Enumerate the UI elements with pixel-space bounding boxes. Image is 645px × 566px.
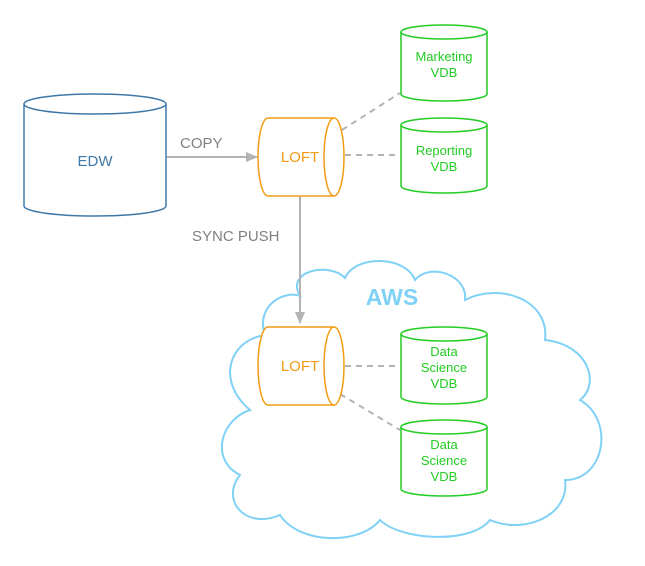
reporting-vdb-line2: VDB bbox=[431, 159, 458, 174]
reporting-vdb: Reporting VDB bbox=[400, 117, 488, 194]
loft-bottom-label: LOFT bbox=[281, 358, 319, 375]
ds-vdb-1-line1: Data bbox=[430, 344, 458, 359]
dashed-connectors bbox=[339, 92, 401, 431]
ds-vdb-2-line1: Data bbox=[430, 437, 458, 452]
connector-loft-marketing bbox=[341, 92, 401, 131]
aws-cloud-label: AWS bbox=[366, 284, 418, 310]
copy-label: COPY bbox=[180, 135, 223, 152]
marketing-vdb: Marketing VDB bbox=[400, 24, 488, 102]
marketing-vdb-line2: VDB bbox=[431, 65, 458, 80]
ds-vdb-1-line2: Science bbox=[421, 360, 467, 375]
sync-push-label: SYNC PUSH bbox=[192, 228, 280, 245]
ds-vdb-2-line3: VDB bbox=[431, 469, 458, 484]
loft-bottom: LOFT bbox=[257, 326, 345, 406]
reporting-vdb-line1: Reporting bbox=[416, 143, 472, 158]
edw-label: EDW bbox=[78, 153, 114, 170]
connector-loft-ds2 bbox=[339, 393, 401, 431]
edw-database: EDW bbox=[23, 93, 167, 217]
ds-vdb-1-line3: VDB bbox=[431, 376, 458, 391]
loft-top-label: LOFT bbox=[281, 149, 319, 166]
ds-vdb-2-line2: Science bbox=[421, 453, 467, 468]
marketing-vdb-line1: Marketing bbox=[415, 49, 472, 64]
arrows: COPY SYNC PUSH bbox=[167, 135, 305, 324]
data-science-vdb-1: Data Science VDB bbox=[400, 326, 488, 405]
loft-top: LOFT bbox=[257, 117, 345, 197]
data-science-vdb-2: Data Science VDB bbox=[400, 419, 488, 497]
